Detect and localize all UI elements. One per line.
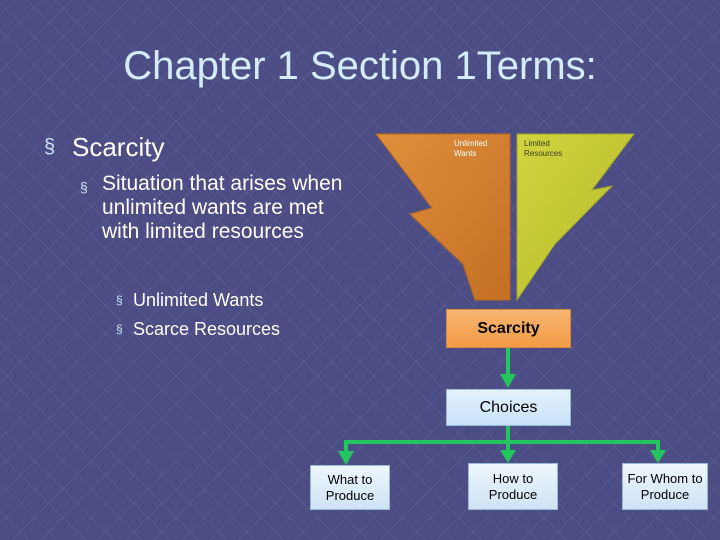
bullet-marker: §	[80, 179, 88, 195]
for-whom-to-produce-box: For Whom to Produce	[622, 463, 708, 510]
bullet-unlimited-wants: § Unlimited Wants	[116, 290, 263, 311]
bullet-unlimited-wants-text: Unlimited Wants	[133, 290, 264, 310]
bullet-marker: §	[116, 293, 123, 307]
bullet-marker: §	[116, 322, 123, 336]
choices-box: Choices	[446, 389, 571, 426]
bullet-scarce-resources-text: Scarce Resources	[133, 319, 281, 339]
bullet-scarcity: § Scarcity	[44, 132, 164, 163]
fan-right-label: Limited Resources	[524, 139, 563, 158]
limited-resources-wedge	[516, 133, 635, 302]
bullet-marker: §	[44, 136, 56, 158]
scarcity-box: Scarcity	[446, 309, 571, 348]
fan-left-label: Unlimited Wants	[454, 139, 488, 158]
how-to-produce-box: How to Produce	[468, 463, 558, 510]
bullet-definition-text: Situation that arises when unlimited wan…	[102, 172, 343, 243]
arrowheads	[338, 374, 666, 465]
what-to-produce-box: What to Produce	[310, 465, 390, 510]
bullet-scarce-resources: § Scarce Resources	[116, 319, 280, 340]
bullet-definition: § Situation that arises when unlimited w…	[80, 172, 360, 244]
bullet-scarcity-label: Scarcity	[72, 132, 165, 162]
slide-title: Chapter 1 Section 1Terms:	[123, 44, 597, 88]
connector-arrows	[344, 348, 660, 452]
unlimited-wants-wedge	[374, 133, 511, 301]
